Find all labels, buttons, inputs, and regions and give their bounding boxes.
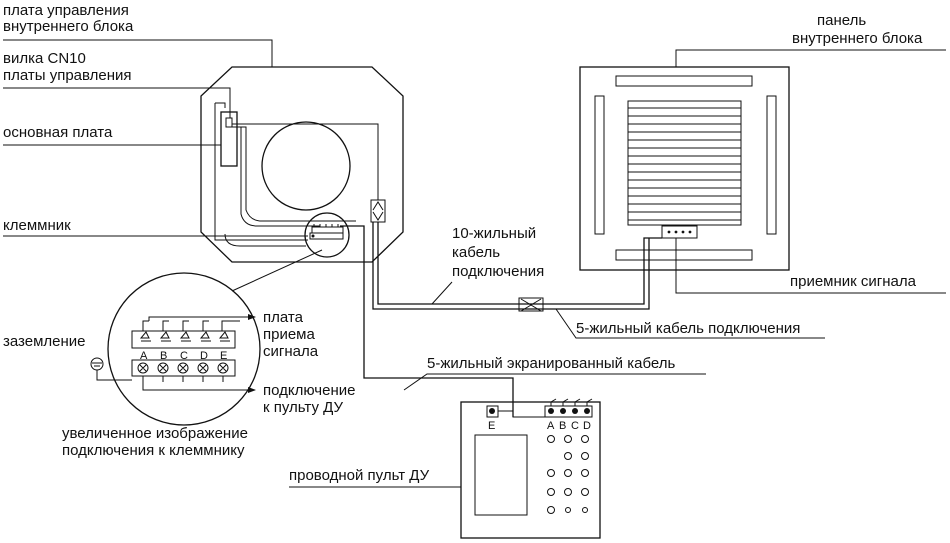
label-cable-5-shielded: 5-жильный экранированный кабель: [427, 355, 675, 372]
terminal-letter-b: B: [160, 350, 167, 362]
label-enlarged-line1: увеличенное изображение: [62, 425, 248, 442]
remote-buttons: [547, 435, 589, 514]
label-cable-5: 5-жильный кабель подключения: [576, 320, 800, 337]
enlarged-terminal-view: A B C D E: [107, 249, 323, 426]
remote-terminal-a: A: [547, 420, 555, 432]
label-signal-board-line2: приема: [263, 326, 315, 343]
unit-connector: [370, 199, 386, 223]
label-indoor-panel-line1: панель: [817, 12, 866, 29]
label-control-board-line2: внутреннего блока: [3, 18, 134, 35]
terminal-block: [304, 212, 350, 258]
ground-icon: [90, 357, 132, 381]
label-terminal-block: клеммник: [3, 217, 71, 234]
indoor-panel: [579, 66, 790, 271]
fan-circle: [261, 121, 351, 211]
label-indoor-panel-line2: внутреннего блока: [792, 30, 923, 47]
label-signal-board-line1: плата: [263, 309, 304, 326]
terminal-letter-d: D: [200, 350, 208, 362]
signal-receiver: [661, 225, 698, 239]
terminal-letter-a: A: [140, 350, 148, 362]
label-cable-10-line3: подключения: [452, 263, 544, 280]
wired-remote: E A B C D: [460, 398, 601, 539]
label-remote-connection-line2: к пульту ДУ: [263, 399, 343, 416]
remote-terminal-c: C: [571, 420, 579, 432]
remote-terminal-e: E: [488, 420, 495, 432]
label-cable-10-line1: 10-жильный: [452, 225, 536, 242]
label-plug-cn10-line2: платы управления: [3, 67, 132, 84]
label-remote-connection-line1: подключение: [263, 382, 355, 399]
label-plug-cn10-line1: вилка CN10: [3, 50, 86, 67]
label-main-board: основная плата: [3, 124, 113, 141]
label-wired-remote: проводной пульт ДУ: [289, 467, 430, 484]
label-signal-receiver: приемник сигнала: [790, 273, 917, 290]
label-enlarged-line2: подключения к клеммнику: [62, 442, 245, 459]
plug-cn10: [225, 117, 233, 128]
cable-connector: [518, 297, 544, 312]
main-board: [220, 111, 238, 167]
label-control-board-line1: плата управления: [3, 2, 129, 19]
label-grounding: заземление: [3, 333, 86, 350]
remote-terminal-b: B: [559, 420, 566, 432]
remote-terminal-d: D: [583, 420, 591, 432]
label-signal-board-line3: сигнала: [263, 343, 319, 360]
terminal-letter-e: E: [220, 350, 227, 362]
terminal-letter-c: C: [180, 350, 188, 362]
remote-display: [474, 434, 528, 516]
indoor-unit: [200, 66, 404, 263]
label-cable-10-line2: кабель: [452, 244, 500, 261]
